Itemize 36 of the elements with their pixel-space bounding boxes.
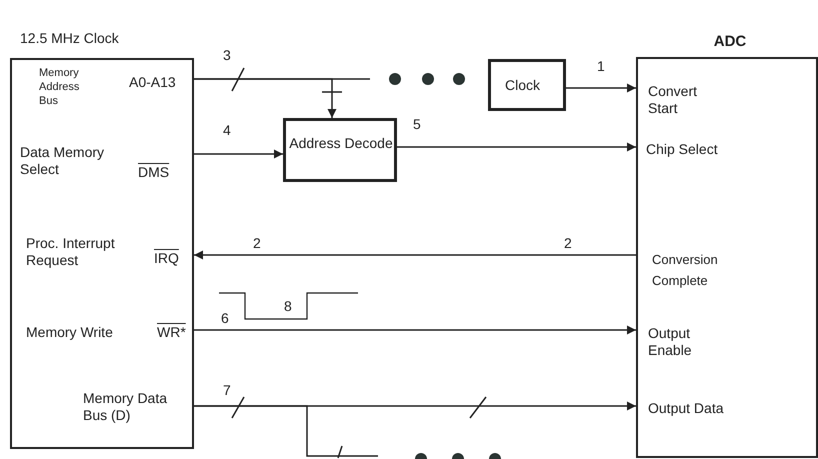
signal-number: 2 [563, 235, 573, 251]
edge-label: 7 [222, 382, 232, 398]
edge-label: 1 [596, 58, 606, 74]
signal-label: Proc. Interrupt Request [26, 235, 116, 269]
edge-label: 6 [220, 310, 230, 326]
pin-label: Chip Select [646, 141, 718, 158]
pin-name: A0-A13 [129, 74, 176, 91]
connector-line [194, 405, 378, 457]
signal-number: 8 [283, 298, 293, 314]
pin-name: IRQ [154, 250, 179, 267]
address-decode-box [283, 118, 397, 182]
block-heading: 12.5 MHz Clock [20, 29, 120, 48]
connector-line [194, 78, 336, 118]
pin-label: Output Enable [648, 325, 693, 359]
pin-label: Output Data [648, 400, 724, 417]
connector-line [194, 150, 283, 158]
signal-label: Memory Write [26, 324, 113, 341]
connector-line [397, 142, 636, 152]
signal-label: Data Memory Select [20, 144, 106, 178]
box-label: Address Decode [288, 134, 394, 152]
pin-label: Conversion Complete [652, 251, 719, 290]
pin-name: WR* [157, 324, 186, 341]
pin-name: DMS [138, 164, 170, 181]
box-label: Clock [505, 77, 540, 94]
connector-line [194, 326, 636, 334]
connector-line [566, 84, 636, 92]
signal-label: Memory Address Bus [39, 66, 80, 108]
clock-box [488, 59, 566, 111]
edge-label: 4 [222, 122, 232, 138]
pin-label: Convert Start [648, 83, 698, 117]
signal-label: Memory Data Bus (D) [83, 390, 168, 424]
edge-label: 2 [252, 235, 262, 251]
connector-line [194, 250, 636, 260]
edge-label: 5 [412, 116, 422, 132]
edge-label: 3 [222, 47, 232, 63]
block-heading: ADC [712, 33, 748, 50]
